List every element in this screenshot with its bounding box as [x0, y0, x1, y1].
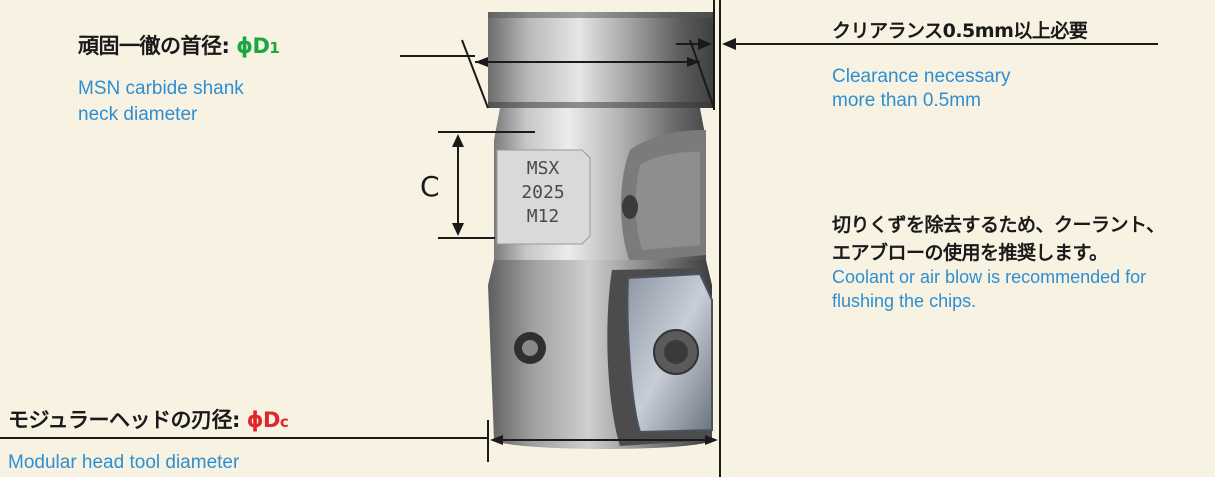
neck-diameter-label-jp: 頑固一徹の首径: ϕD1 [78, 30, 280, 60]
head-diameter-symbol: ϕDc [247, 408, 289, 432]
coolant-note-en-1: Coolant or air blow is recommended for [832, 267, 1147, 287]
dimension-c-label: C [420, 170, 440, 203]
clearance-label-en-1: Clearance necessary [832, 66, 1011, 87]
carbide-shank [488, 12, 714, 108]
holder-body [494, 108, 706, 262]
head-symbol-subscript: c [279, 413, 289, 431]
engraving-line-1: MSX [527, 158, 560, 179]
head-diameter-label-jp: モジュラーヘッドの刃径: ϕDc [8, 404, 289, 434]
coolant-note-en-2: flushing the chips. [832, 291, 977, 311]
neck-symbol-text: ϕD [236, 34, 270, 58]
head-diameter-text: モジュラーヘッドの刃径: [8, 408, 240, 432]
neck-diameter-label-en-2: neck diameter [78, 104, 198, 125]
holder-engraving: MSX 2025 M12 [521, 158, 564, 227]
dimension-c-lines [438, 131, 535, 239]
clearance-lines [676, 0, 1158, 477]
clearance-label-jp: クリアランス0.5mm以上必要 [832, 20, 1088, 42]
head-diameter-lines [0, 420, 721, 462]
coolant-note-jp-2: エアブローの使用を推奨します。 [832, 242, 1108, 264]
engraving-line-3: M12 [527, 206, 560, 227]
head-symbol-text: ϕD [246, 408, 281, 432]
neck-diameter-lines [400, 39, 715, 109]
neck-diameter-text: 頑固一徹の首径: [78, 34, 230, 58]
coolant-note-jp-1: 切りくずを除去するため、クーラント、 [832, 214, 1165, 236]
neck-diameter-label-en-1: MSN carbide shank [78, 78, 244, 99]
modular-head [488, 260, 713, 449]
head-diameter-label-en: Modular head tool diameter [8, 452, 240, 473]
neck-symbol-subscript: 1 [269, 39, 280, 57]
neck-diameter-symbol: ϕD1 [236, 34, 280, 58]
engraving-line-2: 2025 [521, 182, 564, 203]
clearance-label-en-2: more than 0.5mm [832, 90, 981, 111]
